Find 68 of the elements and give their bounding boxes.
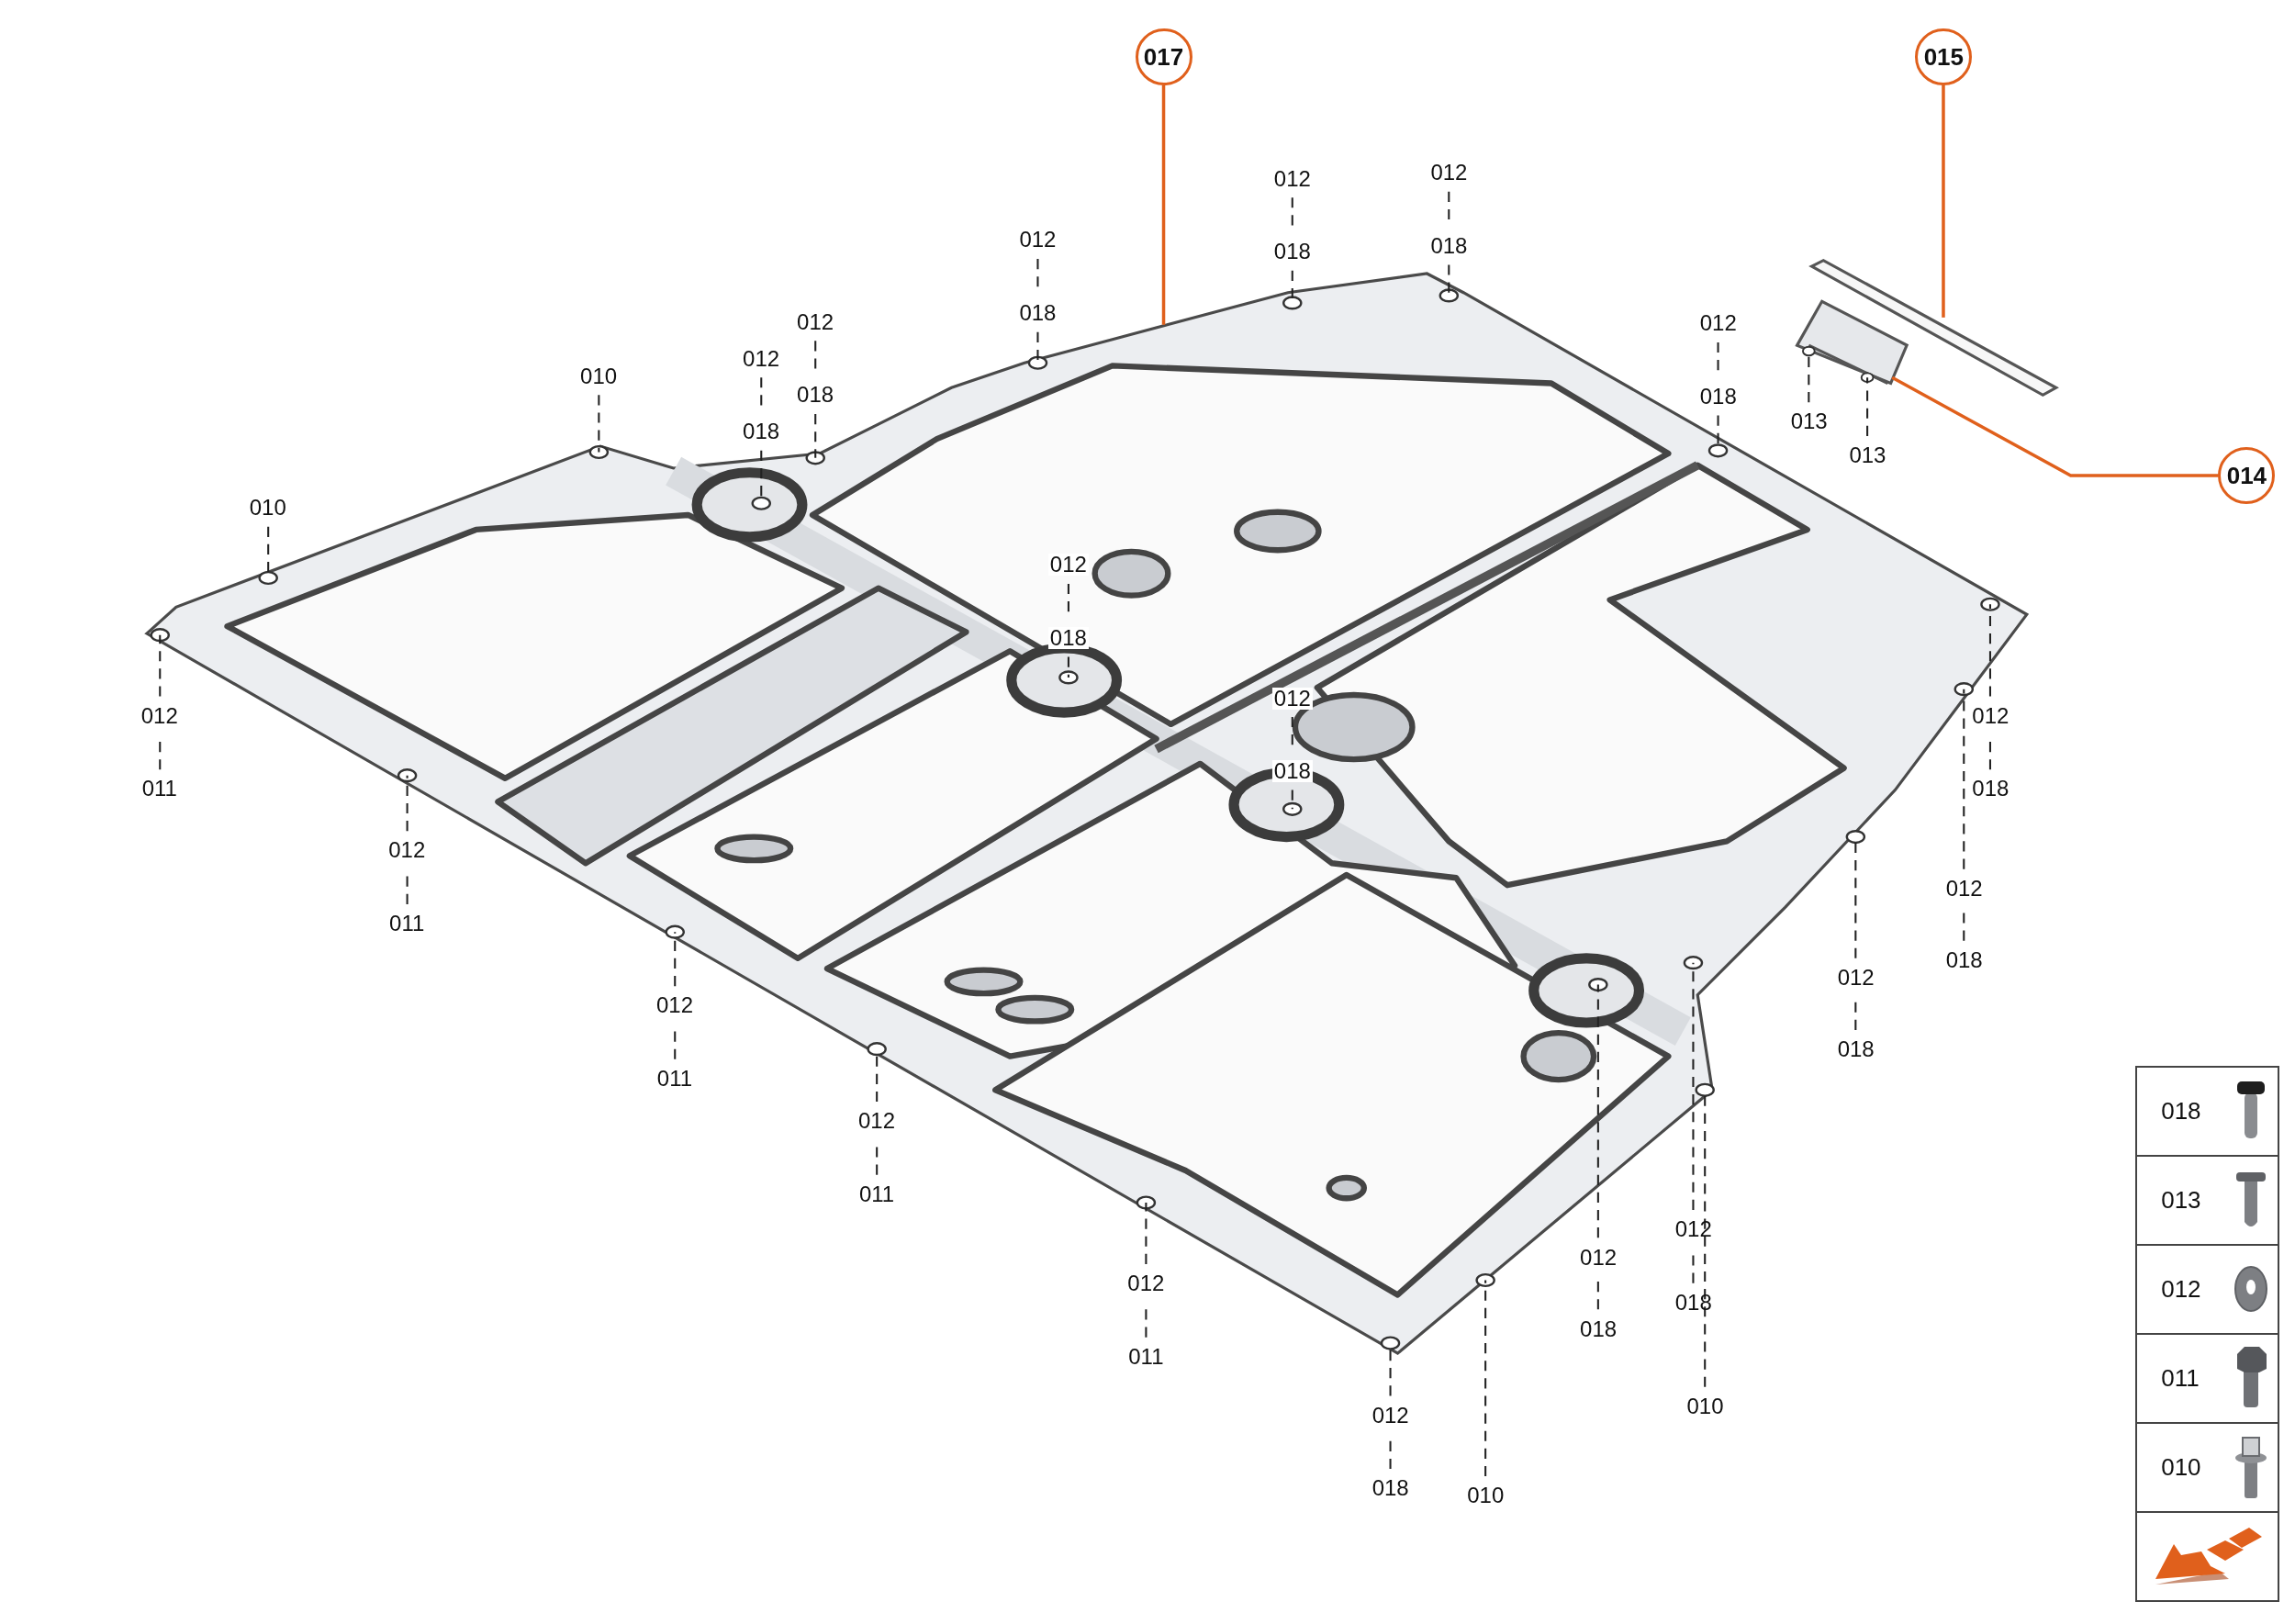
part-number: 010	[1685, 1395, 1726, 1418]
part-number: 013	[1847, 443, 1888, 466]
callout-number: 015	[1915, 28, 1973, 86]
leader-line	[1942, 84, 1945, 318]
dashed-leader-line	[1145, 1203, 1148, 1264]
part-number: 012	[1943, 877, 1985, 900]
part-number: 011	[387, 913, 427, 935]
part-number: 010	[2161, 1455, 2201, 1480]
part-number: 012	[741, 347, 782, 370]
part-number: 010	[578, 364, 620, 387]
dashed-leader-line	[1291, 790, 1293, 810]
part-number: 012	[2161, 1277, 2201, 1302]
part-number: 012	[1017, 229, 1058, 252]
part-number: 018	[1697, 386, 1739, 409]
part-number: 018	[1428, 234, 1470, 257]
part-number: 011	[856, 1183, 897, 1205]
part-number: 013	[1788, 410, 1830, 433]
leader-line	[1891, 375, 2219, 477]
part-number: 012	[655, 994, 695, 1017]
part-number: 018	[1673, 1292, 1714, 1314]
part-number: 018	[1370, 1477, 1411, 1500]
callout-number: 017	[1135, 28, 1192, 86]
part-number: 012	[1125, 1272, 1167, 1295]
callout-number: 014	[2218, 447, 2276, 505]
part-number: 018	[1835, 1038, 1876, 1061]
dashed-leader-line	[598, 395, 600, 453]
part-number: 012	[1271, 167, 1313, 190]
part-number: 010	[1465, 1484, 1506, 1507]
dashed-leader-line	[1067, 656, 1069, 678]
dashed-leader-line	[159, 634, 162, 697]
part-number: 012	[1428, 162, 1470, 185]
part-number: 018	[795, 384, 836, 407]
dashed-leader-line	[1448, 264, 1450, 296]
part-number: 018	[1943, 948, 1985, 971]
part-number: 010	[247, 497, 288, 520]
part-number: 012	[1673, 1218, 1714, 1241]
dashed-leader-line	[406, 775, 409, 832]
part-number: 011	[655, 1068, 695, 1091]
part-number: 018	[741, 420, 782, 443]
part-number: 018	[2161, 1099, 2201, 1124]
strip-drawing	[1808, 258, 2059, 398]
part-number: 012	[1970, 704, 2011, 727]
part-number: 012	[856, 1110, 898, 1133]
part-number: 012	[386, 839, 428, 862]
part-number: 012	[1370, 1404, 1411, 1427]
leader-line	[1161, 84, 1166, 325]
part-number: 018	[1970, 778, 2011, 801]
dashed-leader-line	[1484, 1280, 1487, 1477]
dashed-leader-line	[1963, 689, 1965, 869]
dashed-leader-line	[1692, 962, 1695, 1210]
part-number: 018	[1017, 302, 1058, 325]
dashed-leader-line	[674, 932, 677, 987]
dashed-leader-line	[814, 414, 817, 458]
dashed-leader-line	[1988, 604, 1991, 697]
part-number: 012	[1835, 967, 1876, 990]
part-number: 012	[139, 704, 180, 727]
part-number: 011	[1126, 1346, 1166, 1368]
part-number: 013	[2161, 1188, 2201, 1213]
part-number: 011	[2161, 1366, 2200, 1391]
part-number: 012	[1697, 312, 1739, 335]
part-number: 012	[795, 310, 836, 333]
part-number: 018	[1271, 241, 1313, 263]
part-number: 012	[1578, 1246, 1619, 1269]
part-number: 018	[1578, 1317, 1619, 1340]
dashed-leader-line	[1596, 984, 1599, 1238]
bracket-drawing	[1795, 299, 1909, 386]
dashed-leader-line	[1866, 377, 1869, 436]
part-number: 011	[140, 778, 179, 801]
